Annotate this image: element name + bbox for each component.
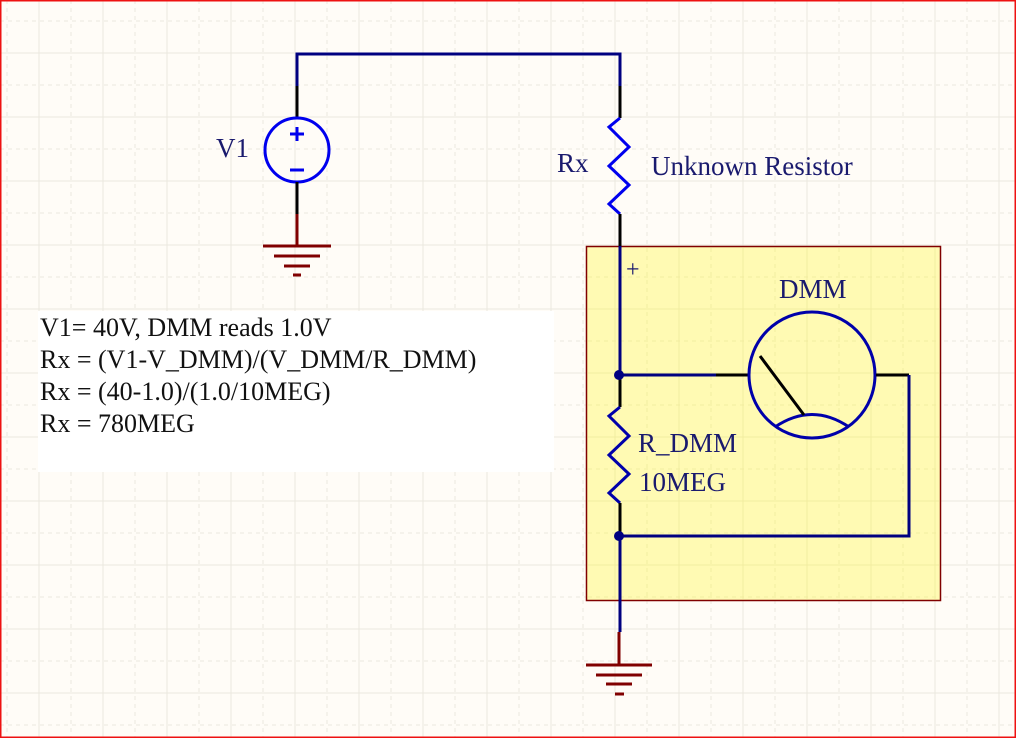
note-background	[38, 311, 554, 472]
resistor-r-dmm[interactable]: R_DMM 10MEG	[606, 375, 737, 536]
dmm-block[interactable]	[585, 245, 942, 602]
ground-icon	[586, 632, 652, 696]
note-line-2: Rx = (V1-V_DMM)/(V_DMM/R_DMM)	[40, 345, 476, 374]
rx-comment: Unknown Resistor	[651, 151, 853, 181]
r-dmm-value: 10MEG	[639, 467, 726, 497]
dmm-grid	[588, 248, 939, 599]
calculation-note[interactable]: V1= 40V, DMM reads 1.0V Rx = (V1-V_DMM)/…	[38, 311, 554, 472]
junction-dot	[614, 370, 624, 380]
note-line-4: Rx = 780MEG	[40, 409, 195, 438]
voltage-source-v1[interactable]: V1	[216, 86, 331, 214]
rx-designator: Rx	[557, 148, 589, 178]
dmm-plus-marker: +	[626, 257, 640, 283]
dmm-title: DMM	[779, 274, 847, 304]
meter-needle	[758, 355, 806, 416]
wire-meter-return[interactable]	[620, 375, 911, 538]
note-line-1: V1= 40V, DMM reads 1.0V	[40, 313, 332, 342]
ground-icon	[263, 214, 331, 277]
resistor-zigzag-icon	[606, 116, 632, 216]
dmm-internals[interactable]: + DMM R_DMM 10MEG	[606, 246, 911, 632]
resistor-zigzag-icon	[606, 405, 632, 505]
wire-top[interactable]	[295, 52, 622, 86]
resistor-rx[interactable]: Rx Unknown Resistor	[557, 86, 853, 246]
meter-icon	[747, 310, 877, 440]
note-line-3: Rx = (40-1.0)/(1.0/10MEG)	[40, 377, 331, 406]
r-dmm-designator: R_DMM	[638, 428, 737, 458]
dmm-box	[585, 245, 942, 602]
v1-designator: V1	[216, 133, 249, 163]
